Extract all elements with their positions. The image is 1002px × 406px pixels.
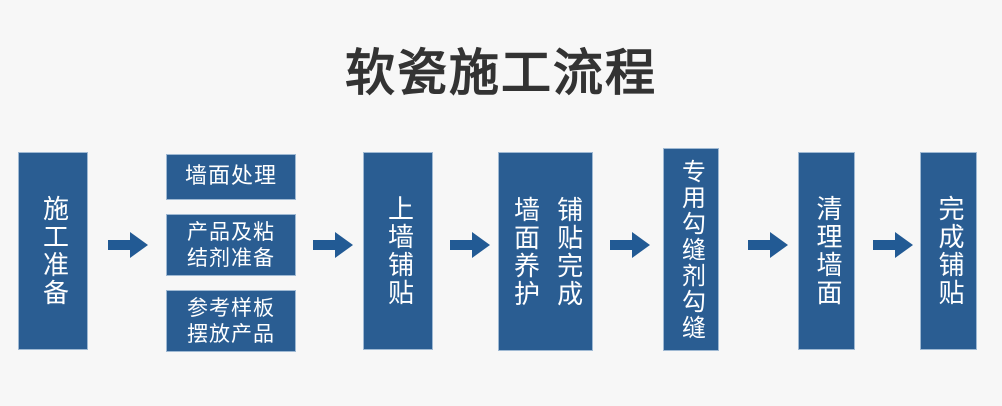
text-line: 产品及粘 bbox=[187, 219, 275, 244]
flow-step-preparation-label: 施工准备 bbox=[38, 195, 69, 307]
flow-step-curing-label-col1: 铺贴完成 bbox=[552, 195, 583, 308]
flow-step-curing-columns: 铺贴完成 墙面养护 bbox=[509, 153, 583, 350]
arrow-right-icon-1 bbox=[108, 230, 148, 260]
flow-substep-sample-layout[interactable]: 参考样板 摆放产品 bbox=[166, 290, 296, 352]
text-line: 摆放产品 bbox=[187, 322, 275, 346]
flow-substep-sample-layout-label: 参考样板 摆放产品 bbox=[181, 295, 281, 348]
process-flow: 施工准备 墙面处理 产品及粘 结剂准备 参考 bbox=[0, 145, 1002, 355]
flow-step-preparation[interactable]: 施工准备 bbox=[18, 152, 88, 350]
flow-step-clean-wall[interactable]: 清理墙面 bbox=[798, 152, 855, 350]
text-line: 参考样板 bbox=[187, 295, 275, 320]
arrow-right-icon-4 bbox=[610, 230, 650, 260]
flow-substep-wall-treatment-label: 墙面处理 bbox=[179, 163, 283, 191]
flow-step-complete-label: 完成铺贴 bbox=[934, 195, 965, 307]
text-line: 结剂准备 bbox=[187, 246, 275, 270]
flow-substep-material-prep[interactable]: 产品及粘 结剂准备 bbox=[166, 214, 296, 276]
arrow-right-icon-5 bbox=[748, 230, 788, 260]
flow-step-curing[interactable]: 铺贴完成 墙面养护 bbox=[498, 152, 593, 351]
flow-step-complete[interactable]: 完成铺贴 bbox=[920, 152, 977, 350]
flow-step-grouting[interactable]: 专用勾缝剂勾缝 bbox=[663, 148, 719, 351]
flow-step-wall-paving[interactable]: 上墙铺贴 bbox=[363, 152, 433, 350]
arrow-right-icon-2 bbox=[313, 230, 353, 260]
flow-substep-wall-treatment[interactable]: 墙面处理 bbox=[166, 154, 296, 200]
flow-step-clean-wall-label: 清理墙面 bbox=[812, 195, 843, 307]
flow-step-grouting-label: 专用勾缝剂勾缝 bbox=[677, 158, 706, 341]
page-title: 软瓷施工流程 bbox=[345, 44, 657, 102]
text-line: 墙面处理 bbox=[184, 164, 277, 190]
flow-substep-material-prep-label: 产品及粘 结剂准备 bbox=[181, 219, 281, 272]
flow-step-curing-label-col2: 墙面养护 bbox=[509, 195, 540, 308]
flow-step-wall-prep-group: 墙面处理 产品及粘 结剂准备 参考样板 摆放产品 bbox=[166, 154, 296, 355]
flow-step-wall-paving-label: 上墙铺贴 bbox=[383, 195, 414, 307]
arrow-right-icon-3 bbox=[450, 230, 490, 260]
arrow-right-icon-6 bbox=[873, 230, 913, 260]
